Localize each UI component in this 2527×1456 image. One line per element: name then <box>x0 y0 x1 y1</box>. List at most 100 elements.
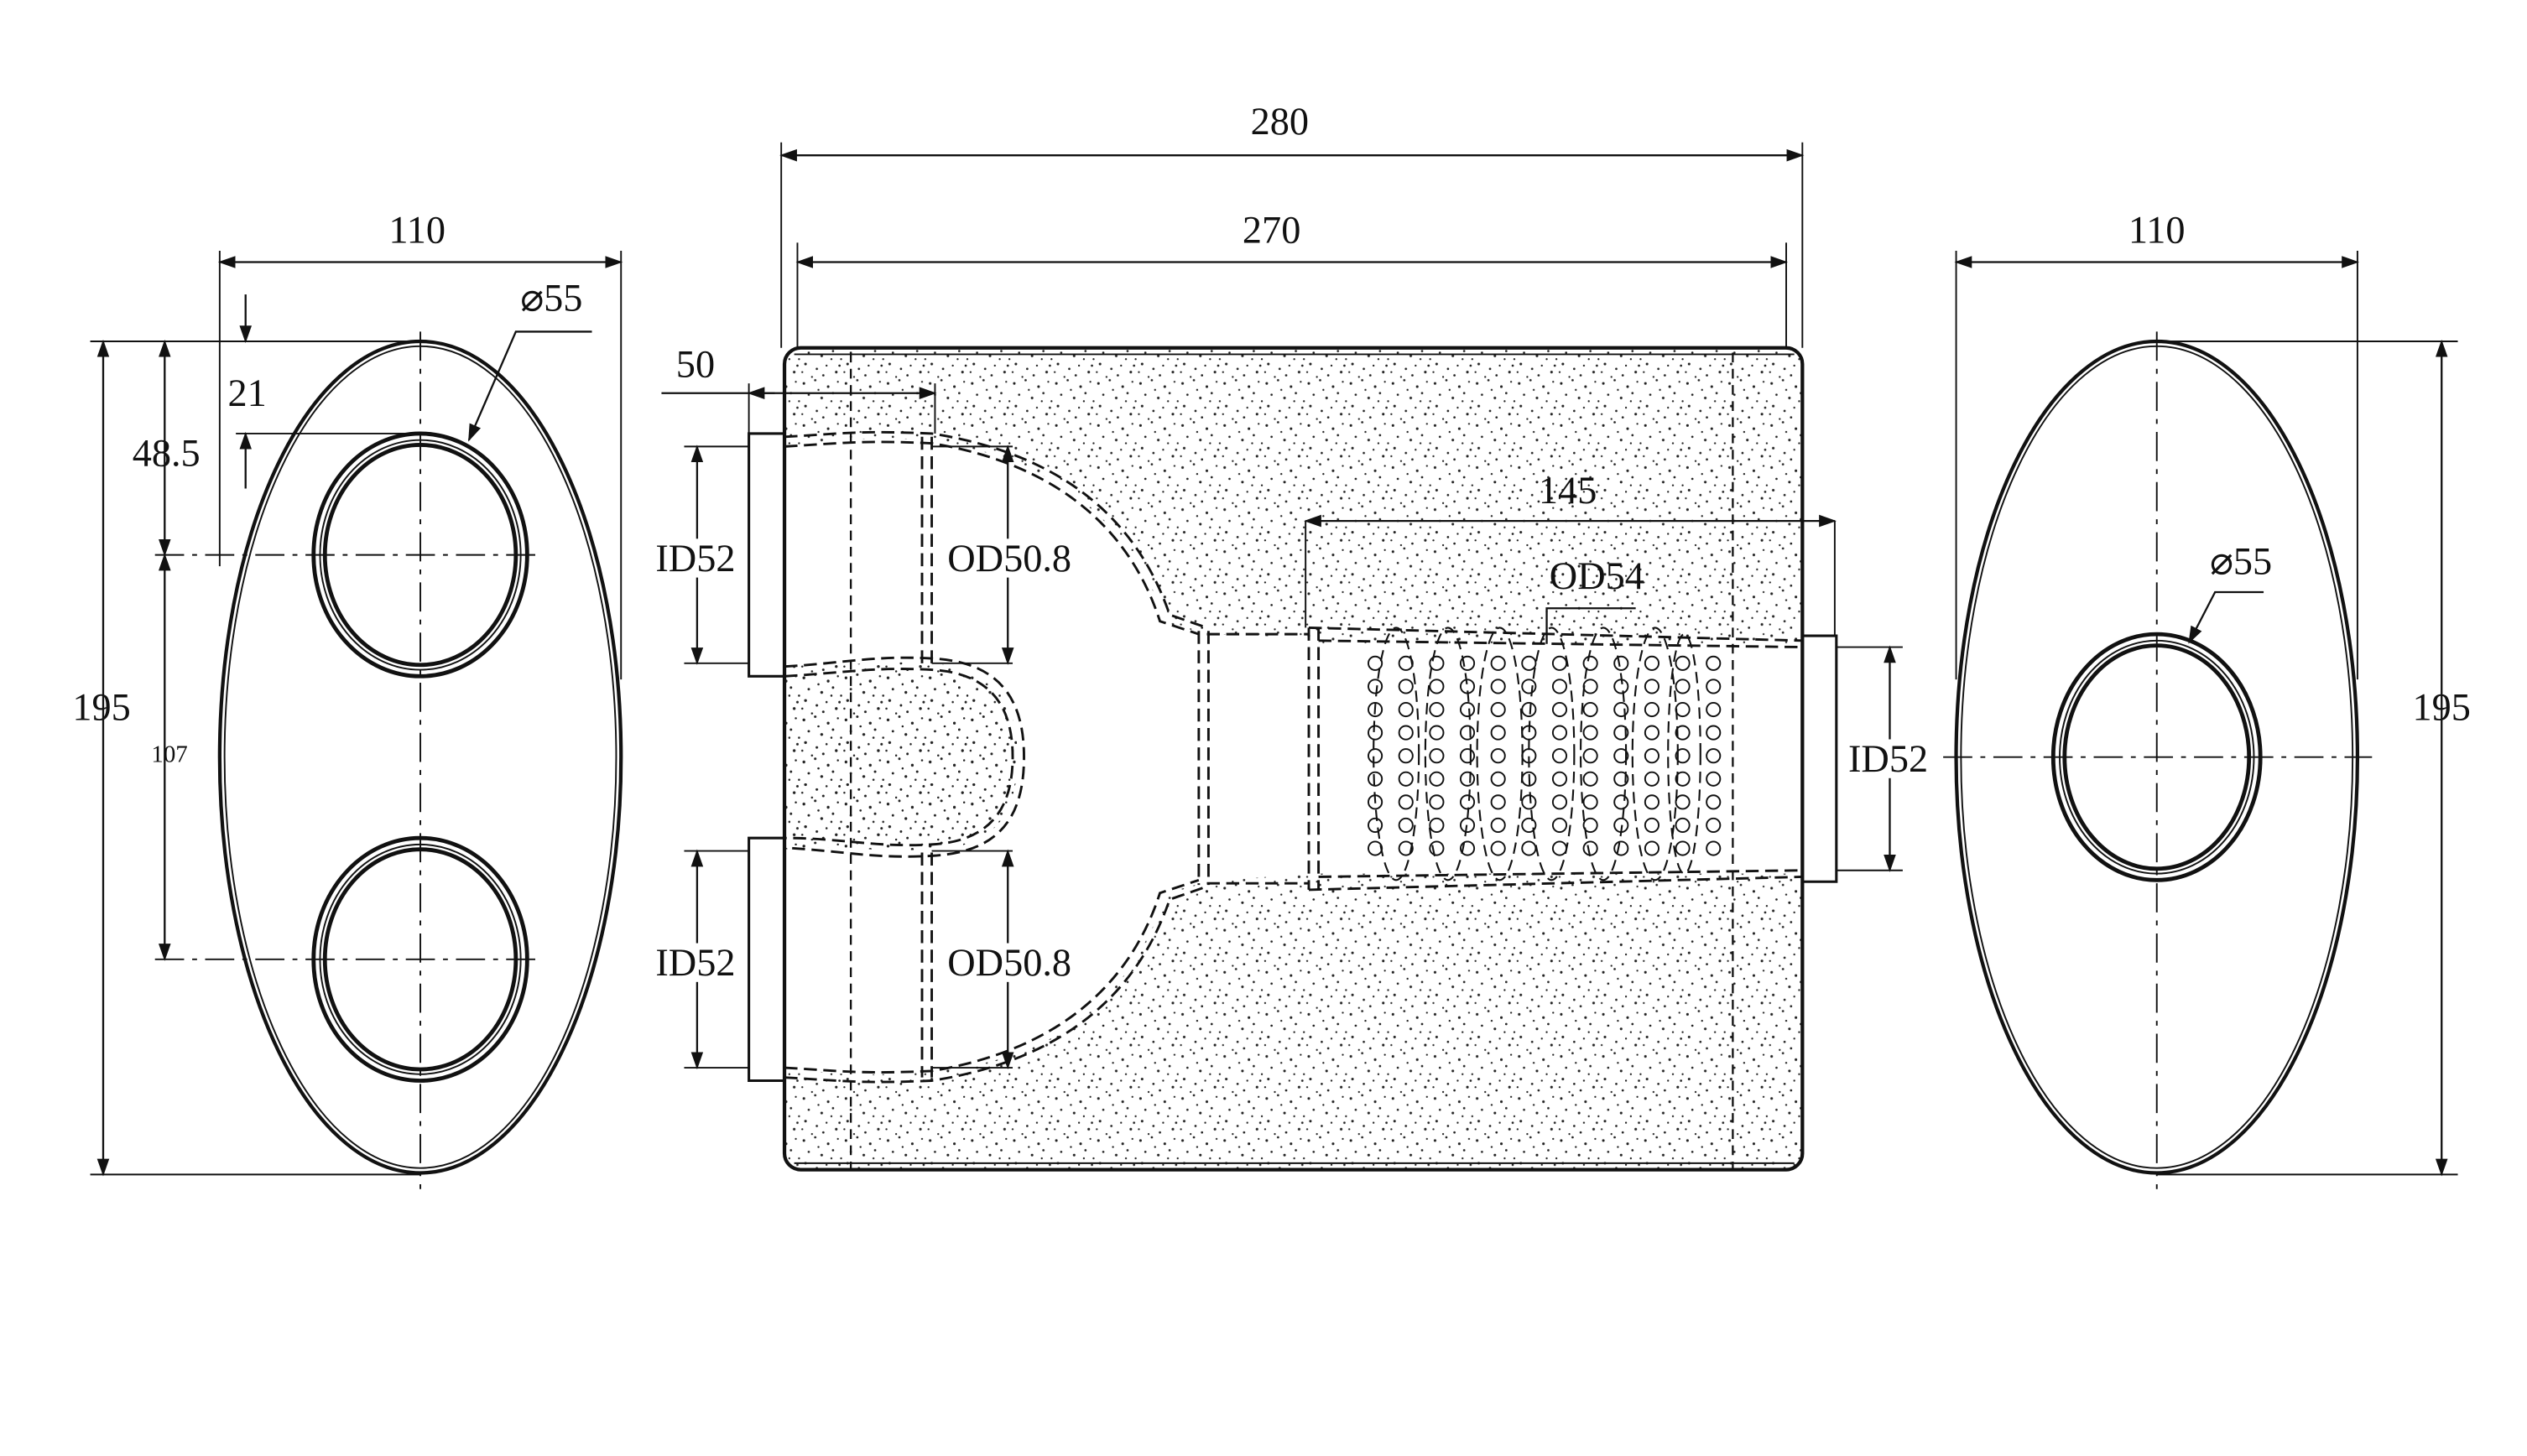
perforation-hole <box>1429 655 1445 671</box>
right-width-label: 110 <box>2128 209 2186 252</box>
right-height-label: 195 <box>2413 686 2471 729</box>
perforation-hole <box>1706 771 1722 787</box>
inlet-id-top-label: ID52 <box>655 538 735 580</box>
perforation-hole <box>1521 817 1537 833</box>
perforation-hole <box>1582 748 1598 764</box>
perforation-hole <box>1613 701 1629 718</box>
perforation-hole <box>1521 701 1537 718</box>
perforation-hole <box>1368 748 1383 764</box>
perforation-hole <box>1706 748 1722 764</box>
perforation-hole <box>1490 771 1506 787</box>
perforation-hole <box>1613 794 1629 810</box>
perforation-hole <box>1429 840 1445 856</box>
body-length-label: 270 <box>1243 209 1300 252</box>
perforation-hole <box>1582 817 1598 833</box>
perforation-hole <box>1429 771 1445 787</box>
perforation-hole <box>1613 840 1629 856</box>
perforation-hole <box>1459 701 1476 718</box>
perforation-hole <box>1368 679 1383 694</box>
perforation-hole <box>1582 725 1598 741</box>
perforation-hole <box>1675 840 1691 856</box>
inlet-chamber-void <box>784 439 1803 1075</box>
middle-section-view <box>661 142 1903 1172</box>
perforation-hole <box>1368 725 1383 741</box>
perforation-hole <box>1459 748 1476 764</box>
perforation-hole <box>1706 679 1722 694</box>
perforation-hole <box>1551 679 1568 694</box>
perforation-hole <box>1490 725 1506 741</box>
perforation-hole <box>1582 794 1598 810</box>
perforation-hole <box>1706 840 1722 856</box>
perforation-hole <box>1675 655 1691 671</box>
perforation-hole <box>1706 655 1722 671</box>
perforation-hole <box>1613 655 1629 671</box>
perforation-hole <box>1613 748 1629 764</box>
perforation-hole <box>1368 817 1383 833</box>
right-diameter-label: ⌀55 <box>2210 541 2272 584</box>
perforation-hole <box>1490 794 1506 810</box>
left-spacing-label: 107 <box>151 741 187 768</box>
perforation-hole <box>1490 748 1506 764</box>
inlet-id-bottom-label: ID52 <box>655 942 735 985</box>
perforation-hole <box>1459 725 1476 741</box>
middle-dimension-lines <box>661 142 1903 1070</box>
perforation-hole <box>1459 655 1476 671</box>
perforation-hole <box>1613 725 1629 741</box>
perforation-hole <box>1551 771 1568 787</box>
perforation-hole <box>1429 817 1445 833</box>
perforation-hole <box>1429 794 1445 810</box>
inlet-od-bottom-label: OD50.8 <box>947 942 1071 985</box>
perforation-hole <box>1551 817 1568 833</box>
perforated-tube <box>1368 655 1722 856</box>
perforation-hole <box>1429 679 1445 694</box>
perforation-hole <box>1551 748 1568 764</box>
perforation-hole <box>1675 725 1691 741</box>
perf-length-label: 145 <box>1539 470 1597 512</box>
perforation-hole <box>1429 701 1445 718</box>
perforation-hole <box>1398 725 1414 741</box>
left-gap-label: 21 <box>228 372 267 415</box>
inlet-pipe-stubs <box>748 432 785 1083</box>
perforation-hole <box>1675 679 1691 694</box>
perforation-hole <box>1490 701 1506 718</box>
perforation-hole <box>1490 817 1506 833</box>
perforation-hole <box>1644 794 1659 810</box>
perforation-hole <box>1459 840 1476 856</box>
perforation-hole <box>1368 771 1383 787</box>
perforation-hole <box>1368 701 1383 718</box>
perforation-hole <box>1398 771 1414 787</box>
perforation-hole <box>1398 748 1414 764</box>
inlet-length-label: 50 <box>676 343 715 386</box>
inner-pipe-walls <box>784 430 1803 1084</box>
perforation-hole <box>1398 794 1414 810</box>
perforation-hole <box>1459 794 1476 810</box>
right-dimension-lines <box>1954 256 2448 1177</box>
perforation-hole <box>1398 679 1414 694</box>
perforation-hole <box>1675 771 1691 787</box>
perforation-hole <box>1521 655 1537 671</box>
inlet-od-top-label: OD50.8 <box>947 538 1071 580</box>
perforation-hole <box>1675 748 1691 764</box>
perforation-hole <box>1706 794 1722 810</box>
perforation-hole <box>1675 794 1691 810</box>
perforation-hole <box>1644 771 1659 787</box>
perforation-hole <box>1429 725 1445 741</box>
perforation-coils <box>1373 627 1701 881</box>
right-end-view <box>1943 250 2458 1189</box>
right-extension-lines <box>1955 250 2458 1176</box>
perforation-hole <box>1613 771 1629 787</box>
perforation-hole <box>1521 794 1537 810</box>
perforation-hole <box>1706 725 1722 741</box>
perforation-hole <box>1644 725 1659 741</box>
perforation-hole <box>1644 840 1659 856</box>
right-centerlines <box>1943 331 2373 1189</box>
perforation-hole <box>1582 655 1598 671</box>
perf-od-label: OD54 <box>1550 555 1644 598</box>
lower-channel-fill <box>784 662 1018 850</box>
left-width-label: 110 <box>388 209 445 252</box>
perforation-hole <box>1582 771 1598 787</box>
perforation-hole <box>1551 725 1568 741</box>
perforation-hole <box>1398 840 1414 856</box>
outlet-pipe-stub <box>1802 634 1838 883</box>
